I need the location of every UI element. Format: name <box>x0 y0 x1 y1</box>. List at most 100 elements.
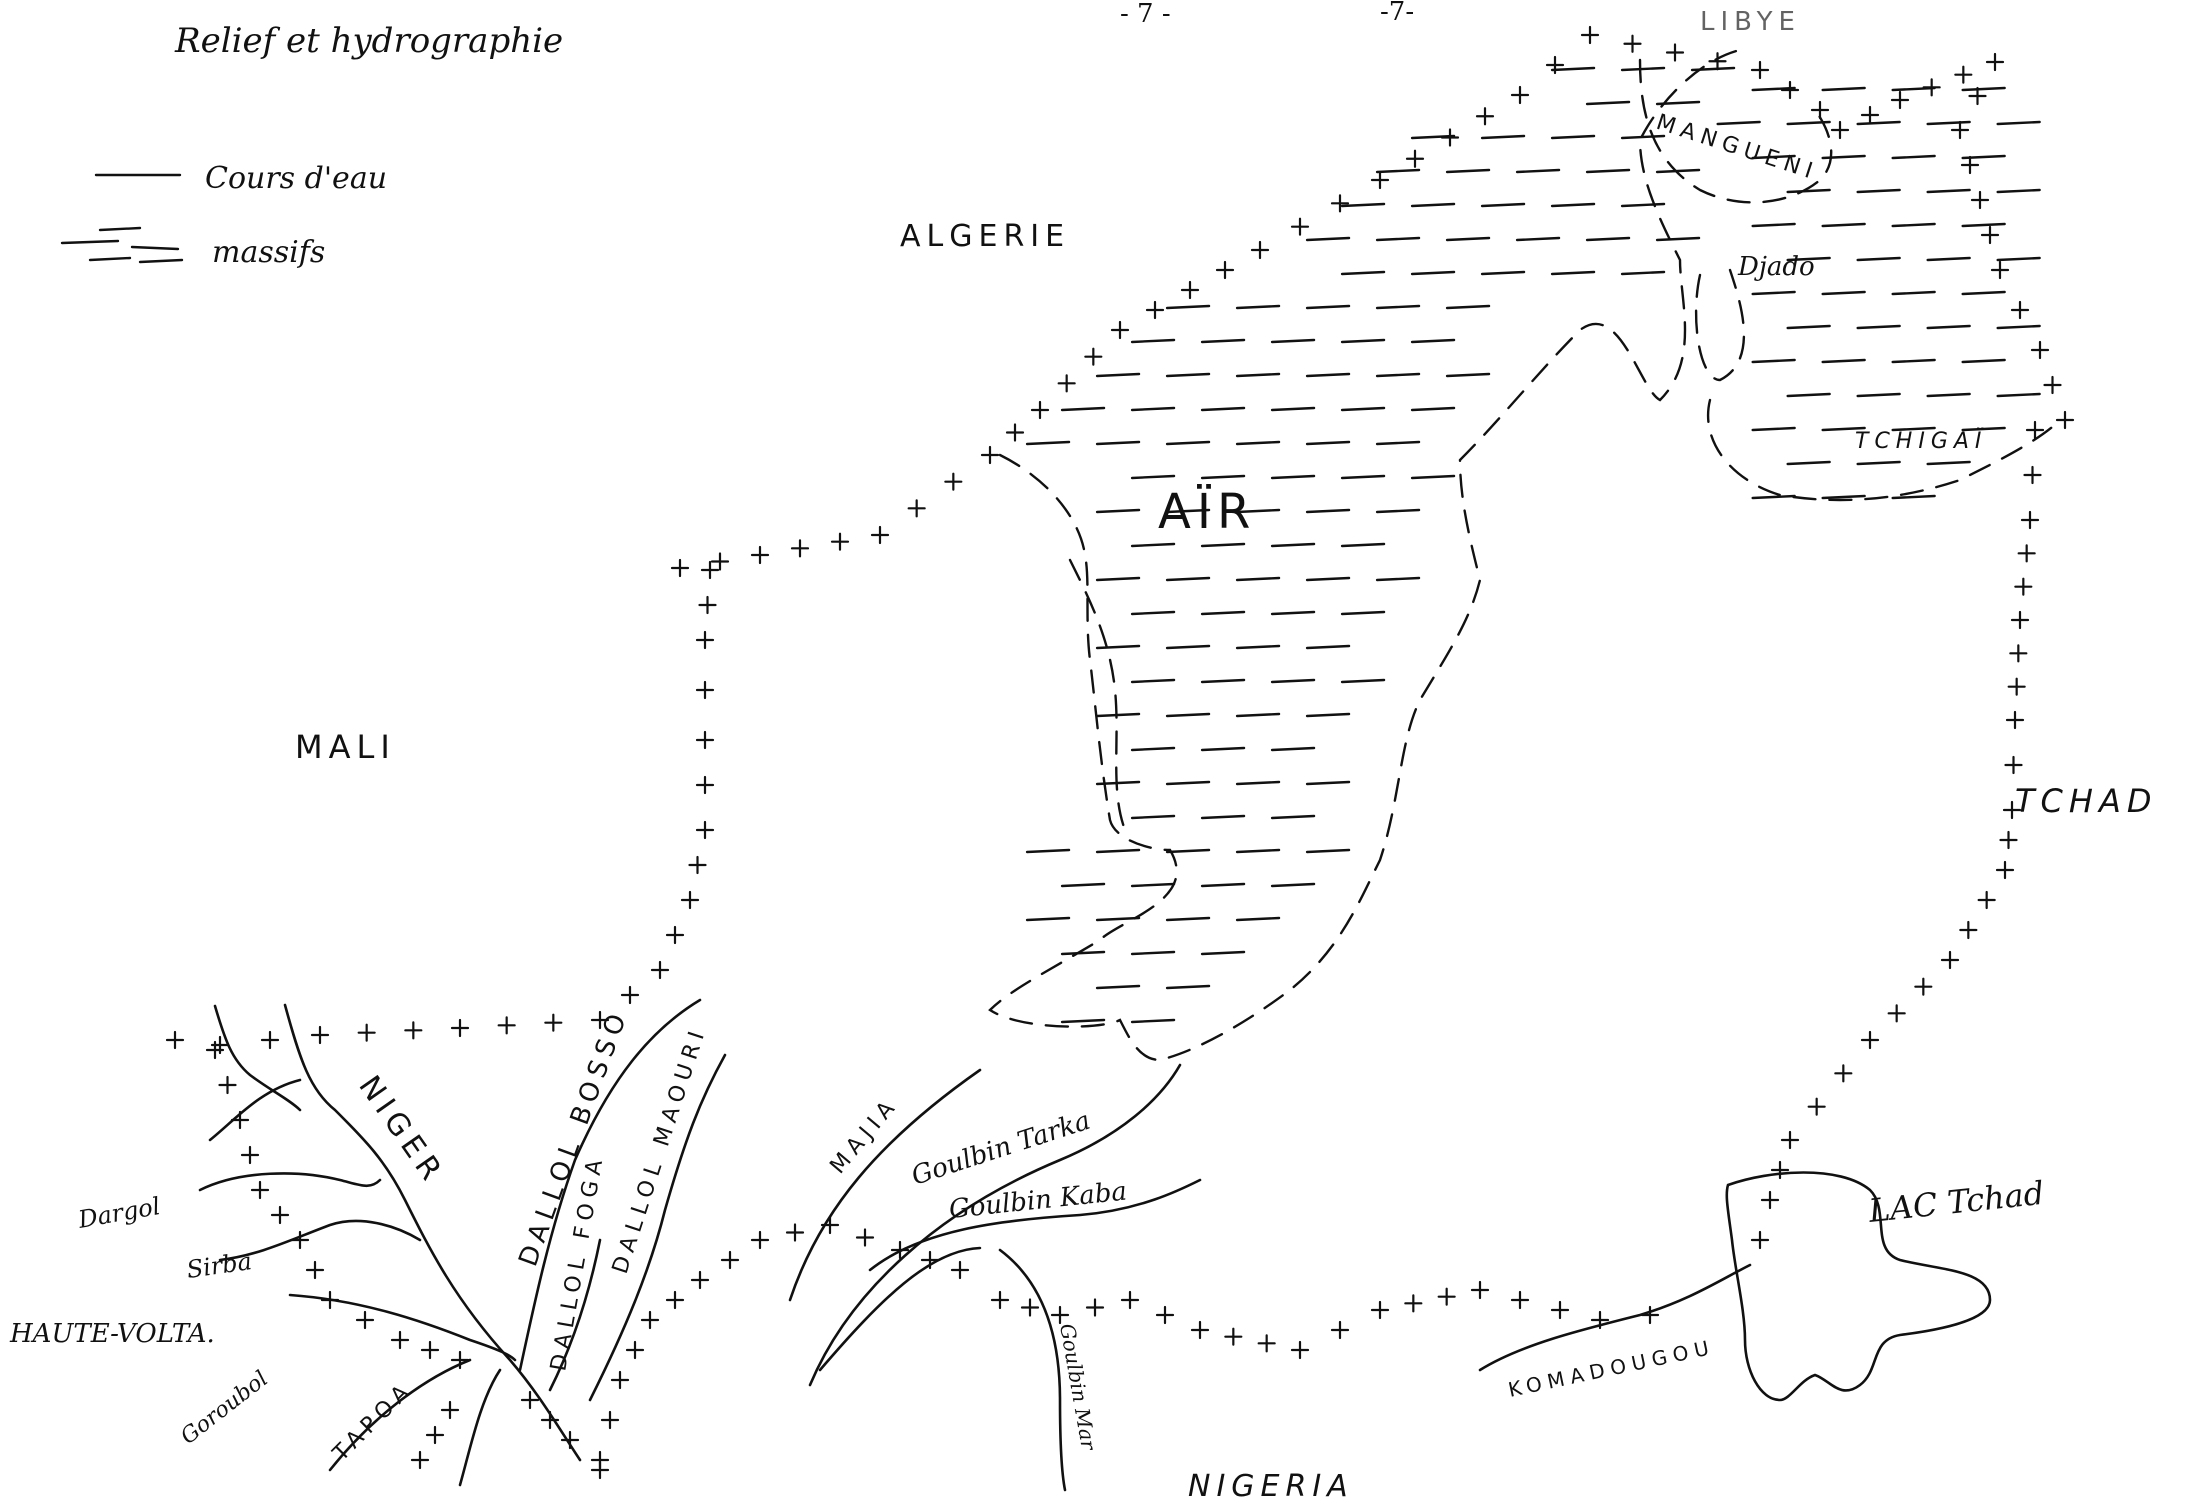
border-west-cross <box>590 1010 610 1030</box>
air-hatch <box>1200 950 1246 956</box>
border-north-cross <box>1440 128 1460 147</box>
air-hatch <box>1095 916 1141 922</box>
border-east-cross <box>1999 830 2018 850</box>
air-hatch <box>1340 474 1386 480</box>
border-north-cross <box>1110 320 1130 340</box>
river-label-sirba: Sirba <box>185 1247 254 1284</box>
air-hatch <box>1305 848 1351 854</box>
border-east-cross <box>2014 577 2033 596</box>
border-west-cross <box>650 960 670 980</box>
air-hatch <box>1200 814 1246 820</box>
border-west-cross <box>695 630 715 650</box>
air-hatch <box>1340 678 1386 684</box>
border-northeast-cross <box>2055 410 2075 430</box>
air-hatch <box>1095 712 1141 718</box>
tibesti-hatch <box>1996 256 2041 262</box>
air-hatch <box>1620 270 1666 276</box>
river-label-dargol: Dargol <box>75 1192 162 1234</box>
air-massif-inner-edge <box>1068 558 1127 832</box>
border-nigeria-cross <box>690 1270 710 1290</box>
border-east-cross <box>1959 920 1978 940</box>
legend-massif-symbol <box>60 226 184 264</box>
tibesti-hatch <box>1961 290 2006 296</box>
air-hatch <box>1270 338 1316 344</box>
air-hatch <box>1130 610 1176 616</box>
tibesti-hatch <box>1751 222 1796 228</box>
air-hatch <box>1200 542 1246 548</box>
air-hatch <box>1130 474 1176 480</box>
border-north-cross <box>1250 240 1270 260</box>
border-north-cross <box>870 525 890 545</box>
river-label-dallol-maouri: DALLOL MAOURI <box>608 1023 712 1277</box>
air-hatch <box>1130 406 1176 412</box>
air-hatch <box>1270 542 1316 548</box>
legend: Cours d'eau massifs <box>60 161 387 270</box>
air-hatch <box>1095 848 1141 854</box>
border-nigeria-cross <box>640 1310 660 1330</box>
air-hatch <box>1060 950 1106 956</box>
border-north-cross <box>1330 194 1350 213</box>
air-hatch <box>1200 338 1246 344</box>
border-north-cross <box>1780 80 1800 100</box>
air-hatch <box>1515 168 1561 174</box>
air-massif-outline <box>988 48 1742 1062</box>
border-nigeria-cross <box>1155 1305 1175 1325</box>
river-dallol-foga <box>548 1238 602 1392</box>
border-east-cross <box>2020 510 2040 530</box>
air-hatch <box>1340 406 1386 412</box>
border-southwest-cross <box>205 1040 225 1060</box>
tibesti-hatch <box>1926 256 1971 262</box>
border-north-cross <box>790 539 810 558</box>
air-hatch <box>1550 134 1596 140</box>
border-southwest-cross <box>240 1145 260 1165</box>
border-north-cross <box>1180 280 1200 300</box>
air-hatch <box>1375 236 1421 242</box>
river-label-tapoa: TAPOA <box>328 1376 419 1467</box>
border-east-cross <box>1807 1097 1826 1116</box>
border-north-cross <box>830 532 850 551</box>
lake-chad-outline <box>1725 1171 1992 1402</box>
border-west-cross <box>695 775 715 795</box>
border-west-cross <box>544 1013 563 1032</box>
top-cut-label: LIBYE <box>1700 7 1801 37</box>
border-nigeria-cross <box>750 1230 770 1250</box>
tibesti-hatch <box>1751 290 1796 296</box>
air-hatch <box>1655 168 1701 174</box>
air-hatch <box>1585 168 1631 174</box>
air-hatch <box>1165 440 1211 446</box>
border-crosses <box>165 25 2075 1480</box>
border-nigeria-cross <box>950 1260 970 1280</box>
border-north-cross <box>1475 107 1495 126</box>
border-nigeria-cross <box>785 1223 805 1242</box>
air-hatch <box>1130 1018 1176 1024</box>
air-hatch <box>1095 780 1141 786</box>
border-west-cross <box>165 1030 185 1050</box>
border-east-cross <box>2009 644 2028 663</box>
air-hatch <box>1375 304 1421 310</box>
border-northeast-cross <box>1890 90 1910 110</box>
air-hatch <box>1270 678 1316 684</box>
air-hatch <box>1235 780 1281 786</box>
country-label-mali: MALI <box>295 728 396 766</box>
air-hatch <box>1340 542 1386 548</box>
air-hatch <box>1130 814 1176 820</box>
border-northeast-cross <box>1860 105 1880 125</box>
air-hatch <box>1445 304 1491 310</box>
air-hatch <box>1025 440 1071 446</box>
legend-massif-label: massifs <box>212 235 325 270</box>
air-hatch <box>1585 236 1631 242</box>
border-west-cross <box>700 560 720 580</box>
lake-label-chad: LAC Tchad <box>1866 1174 2046 1230</box>
border-southwest-cross <box>270 1205 290 1225</box>
air-hatch <box>1130 678 1176 684</box>
air-hatch <box>1445 372 1491 378</box>
border-north-cross <box>1750 60 1770 80</box>
border-nigeria-cross <box>1190 1320 1210 1340</box>
air-hatch <box>1165 848 1211 854</box>
air-hatch <box>1200 882 1246 888</box>
air-hatch <box>1235 644 1281 650</box>
tibesti-hatch <box>1821 358 1866 364</box>
border-east-cross <box>1887 1004 1906 1023</box>
air-hatch <box>1305 780 1351 786</box>
air-hatch <box>1305 236 1351 242</box>
